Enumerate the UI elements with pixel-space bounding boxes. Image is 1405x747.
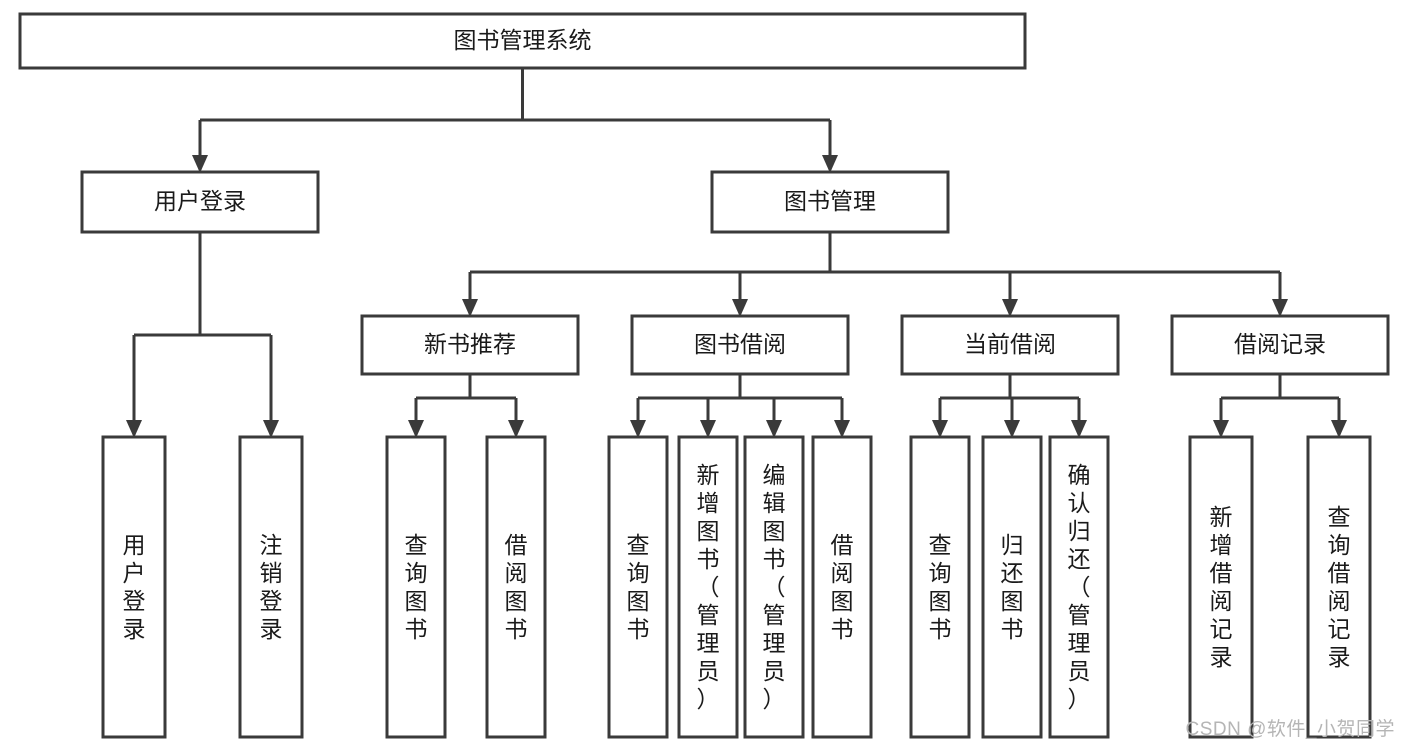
level2-box[interactable] xyxy=(80,170,320,234)
leaf-node[interactable]: 新增借阅记录 xyxy=(1188,435,1254,739)
level3-box[interactable] xyxy=(1170,314,1390,376)
arrow-head-icon xyxy=(1213,420,1229,438)
leaf-box[interactable] xyxy=(385,435,447,739)
leaf-node[interactable]: 查询图书 xyxy=(385,435,447,739)
leaf-label: 借阅图书 xyxy=(831,532,854,642)
leaf-box[interactable] xyxy=(981,435,1043,739)
level3-box[interactable] xyxy=(900,314,1120,376)
arrow-head-icon xyxy=(1004,420,1020,438)
leaf-box[interactable] xyxy=(485,435,547,739)
leaf-label: 新增借阅记录 xyxy=(1210,504,1233,670)
leaf-node[interactable]: 查询图书 xyxy=(607,435,669,739)
arrow-head-icon xyxy=(822,155,838,173)
level3-label: 图书借阅 xyxy=(694,331,786,357)
leaf-label: 查询图书 xyxy=(627,532,650,642)
leaf-box[interactable] xyxy=(1048,435,1110,739)
leaf-label: 新增图书（管理员） xyxy=(697,462,720,712)
leaf-box[interactable] xyxy=(743,435,805,739)
arrow-head-icon xyxy=(1272,299,1288,317)
level2-box[interactable] xyxy=(710,170,950,234)
leaf-box[interactable] xyxy=(811,435,873,739)
connectors-layer xyxy=(126,68,1347,438)
level3-node[interactable]: 图书借阅 xyxy=(630,314,850,376)
arrow-head-icon xyxy=(508,420,524,438)
watermark-text: CSDN @软件_小贺同学 xyxy=(1185,719,1395,740)
leaf-box[interactable] xyxy=(909,435,971,739)
leaf-node[interactable]: 用户登录 xyxy=(101,435,167,739)
root-label: 图书管理系统 xyxy=(454,27,592,53)
arrow-head-icon xyxy=(766,420,782,438)
leaf-box[interactable] xyxy=(1306,435,1372,739)
level3-label: 当前借阅 xyxy=(964,331,1056,357)
leaf-node[interactable]: 查询图书 xyxy=(909,435,971,739)
arrow-head-icon xyxy=(700,420,716,438)
arrow-head-icon xyxy=(630,420,646,438)
level3-box[interactable] xyxy=(630,314,850,376)
leaf-node[interactable]: 借阅图书 xyxy=(485,435,547,739)
level3-box[interactable] xyxy=(360,314,580,376)
arrow-head-icon xyxy=(408,420,424,438)
root-box[interactable] xyxy=(18,12,1027,70)
arrow-head-icon xyxy=(1071,420,1087,438)
level2-label: 用户登录 xyxy=(154,188,246,214)
root-node[interactable]: 图书管理系统 xyxy=(18,12,1027,70)
leaf-box[interactable] xyxy=(238,435,304,739)
leaf-node[interactable]: 归还图书 xyxy=(981,435,1043,739)
level2-node[interactable]: 用户登录 xyxy=(80,170,320,234)
leaf-node[interactable]: 新增图书（管理员） xyxy=(677,435,739,739)
arrow-head-icon xyxy=(126,420,142,438)
leaf-box[interactable] xyxy=(1188,435,1254,739)
nodes-layer: 图书管理系统用户登录图书管理新书推荐图书借阅当前借阅借阅记录用户登录注销登录查询… xyxy=(18,12,1390,739)
level3-label: 新书推荐 xyxy=(424,331,516,357)
leaf-label: 查询借阅记录 xyxy=(1328,504,1351,670)
leaf-label: 借阅图书 xyxy=(505,532,528,642)
leaf-label: 查询图书 xyxy=(405,532,428,642)
leaf-node[interactable]: 注销登录 xyxy=(238,435,304,739)
level2-node[interactable]: 图书管理 xyxy=(710,170,950,234)
arrow-head-icon xyxy=(732,299,748,317)
leaf-box[interactable] xyxy=(607,435,669,739)
leaf-node[interactable]: 编辑图书（管理员） xyxy=(743,435,805,739)
arrow-head-icon xyxy=(834,420,850,438)
level3-label: 借阅记录 xyxy=(1234,331,1326,357)
arrow-head-icon xyxy=(1002,299,1018,317)
leaf-label: 归还图书 xyxy=(1001,532,1024,642)
leaf-node[interactable]: 确认归还（管理员） xyxy=(1048,435,1110,739)
leaf-label: 编辑图书（管理员） xyxy=(763,462,786,712)
leaf-node[interactable]: 借阅图书 xyxy=(811,435,873,739)
leaf-label: 确认归还（管理员） xyxy=(1068,462,1091,712)
level2-label: 图书管理 xyxy=(784,188,876,214)
arrow-head-icon xyxy=(462,299,478,317)
arrow-head-icon xyxy=(1331,420,1347,438)
leaf-label: 用户登录 xyxy=(123,532,146,642)
level3-node[interactable]: 借阅记录 xyxy=(1170,314,1390,376)
arrow-head-icon xyxy=(263,420,279,438)
arrow-head-icon xyxy=(192,155,208,173)
level3-node[interactable]: 新书推荐 xyxy=(360,314,580,376)
arrow-head-icon xyxy=(932,420,948,438)
leaf-label: 注销登录 xyxy=(260,532,283,642)
leaf-box[interactable] xyxy=(677,435,739,739)
leaf-node[interactable]: 查询借阅记录 xyxy=(1306,435,1372,739)
leaf-box[interactable] xyxy=(101,435,167,739)
level3-node[interactable]: 当前借阅 xyxy=(900,314,1120,376)
leaf-label: 查询图书 xyxy=(929,532,952,642)
